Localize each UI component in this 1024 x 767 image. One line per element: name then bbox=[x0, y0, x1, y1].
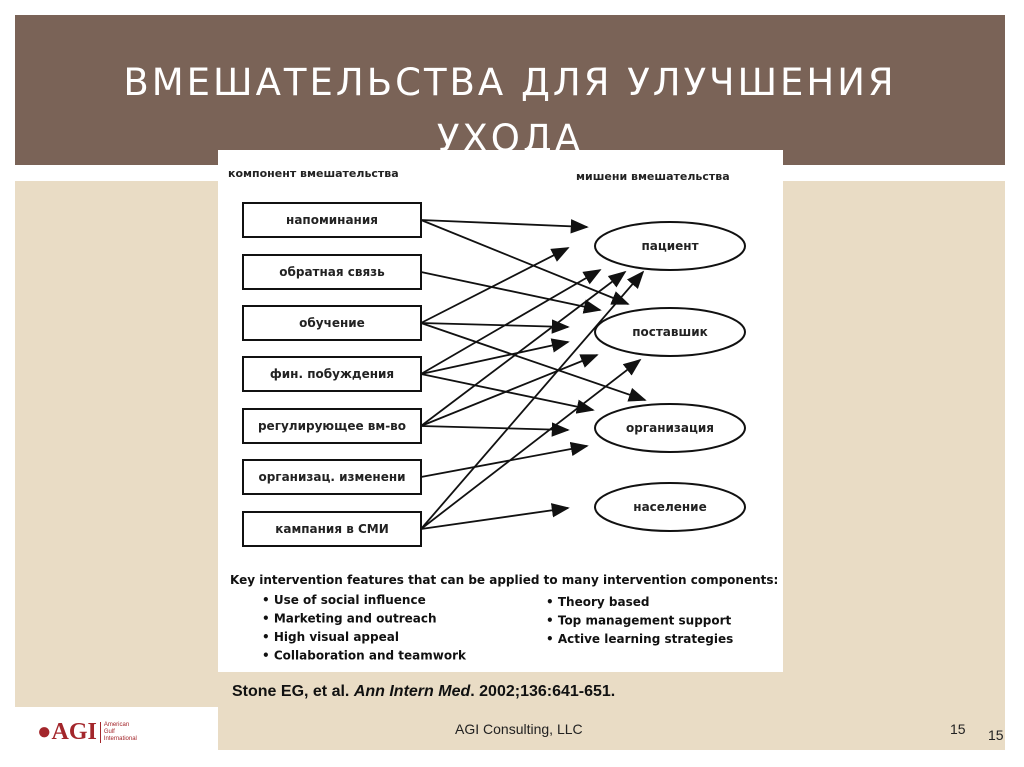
component-box: напоминания bbox=[242, 202, 422, 238]
intervention-diagram: компонент вмешательства мишени вмешатель… bbox=[218, 150, 783, 672]
arrow-0-0 bbox=[420, 219, 589, 234]
component-box: фин. побуждения bbox=[242, 356, 422, 392]
arrow-3-1 bbox=[420, 338, 570, 375]
component-label: регулирующее вм-во bbox=[258, 419, 406, 433]
target-ellipse: пациент bbox=[594, 221, 746, 271]
target-label: население bbox=[633, 500, 706, 514]
component-box: обратная связь bbox=[242, 254, 422, 290]
target-ellipse: население bbox=[594, 482, 746, 532]
arrow-5-2 bbox=[420, 441, 589, 478]
title-line-1: ВМЕШАТЕЛЬСТВА ДЛЯ УЛУЧШЕНИЯ bbox=[123, 61, 897, 104]
arrow-2-2 bbox=[420, 322, 647, 402]
feature-item: • Active learning strategies bbox=[546, 632, 733, 646]
arrow-1-1 bbox=[420, 271, 602, 314]
title-bar: ВМЕШАТЕЛЬСТВА ДЛЯ УЛУЧШЕНИЯ УХОДА bbox=[15, 15, 1005, 165]
target-ellipse: организация bbox=[594, 403, 746, 453]
component-label: организац. изменени bbox=[258, 470, 405, 484]
slide-title: ВМЕШАТЕЛЬСТВА ДЛЯ УЛУЧШЕНИЯ УХОДА bbox=[15, 55, 1005, 167]
component-label: кампания в СМИ bbox=[275, 522, 389, 536]
feature-item: • Theory based bbox=[546, 595, 649, 609]
arrow-2-0 bbox=[420, 247, 570, 324]
footer-text: AGI Consulting, LLC bbox=[455, 721, 583, 737]
left-heading: компонент вмешательства bbox=[228, 167, 399, 180]
component-box: обучение bbox=[242, 305, 422, 341]
component-box: организац. изменени bbox=[242, 459, 422, 495]
target-label: поставшик bbox=[632, 325, 708, 339]
arrow-6-3 bbox=[420, 503, 570, 530]
page-number: 15 bbox=[950, 721, 966, 737]
component-label: фин. побуждения bbox=[270, 367, 394, 381]
arrow-4-2 bbox=[420, 422, 570, 437]
arrow-2-1 bbox=[420, 319, 570, 334]
feature-item: • High visual appeal bbox=[262, 630, 399, 644]
arrow-3-0 bbox=[420, 269, 602, 375]
target-ellipse: поставшик bbox=[594, 307, 746, 357]
feature-item: • Use of social influence bbox=[262, 593, 426, 607]
arrow-4-1 bbox=[420, 354, 599, 427]
component-label: напоминания bbox=[286, 213, 378, 227]
page-number-alt: 15 bbox=[988, 727, 1004, 743]
component-label: обратная связь bbox=[279, 265, 385, 279]
component-box: кампания в СМИ bbox=[242, 511, 422, 547]
right-heading: мишени вмешательства bbox=[576, 170, 730, 183]
target-label: организация bbox=[626, 421, 714, 435]
arrow-6-0 bbox=[420, 270, 645, 530]
target-label: пациент bbox=[641, 239, 698, 253]
arrow-6-1 bbox=[420, 358, 642, 530]
arrow-4-0 bbox=[420, 270, 627, 427]
feature-item: • Top management support bbox=[546, 614, 732, 628]
component-label: обучение bbox=[299, 316, 365, 330]
arrow-0-1 bbox=[420, 219, 630, 305]
component-box: регулирующее вм-во bbox=[242, 408, 422, 444]
citation: Stone EG, et al. Ann Intern Med. 2002;13… bbox=[232, 683, 616, 700]
features-heading: Key intervention features that can be ap… bbox=[230, 573, 778, 587]
feature-item: • Collaboration and teamwork bbox=[262, 649, 467, 663]
feature-item: • Marketing and outreach bbox=[262, 612, 437, 626]
